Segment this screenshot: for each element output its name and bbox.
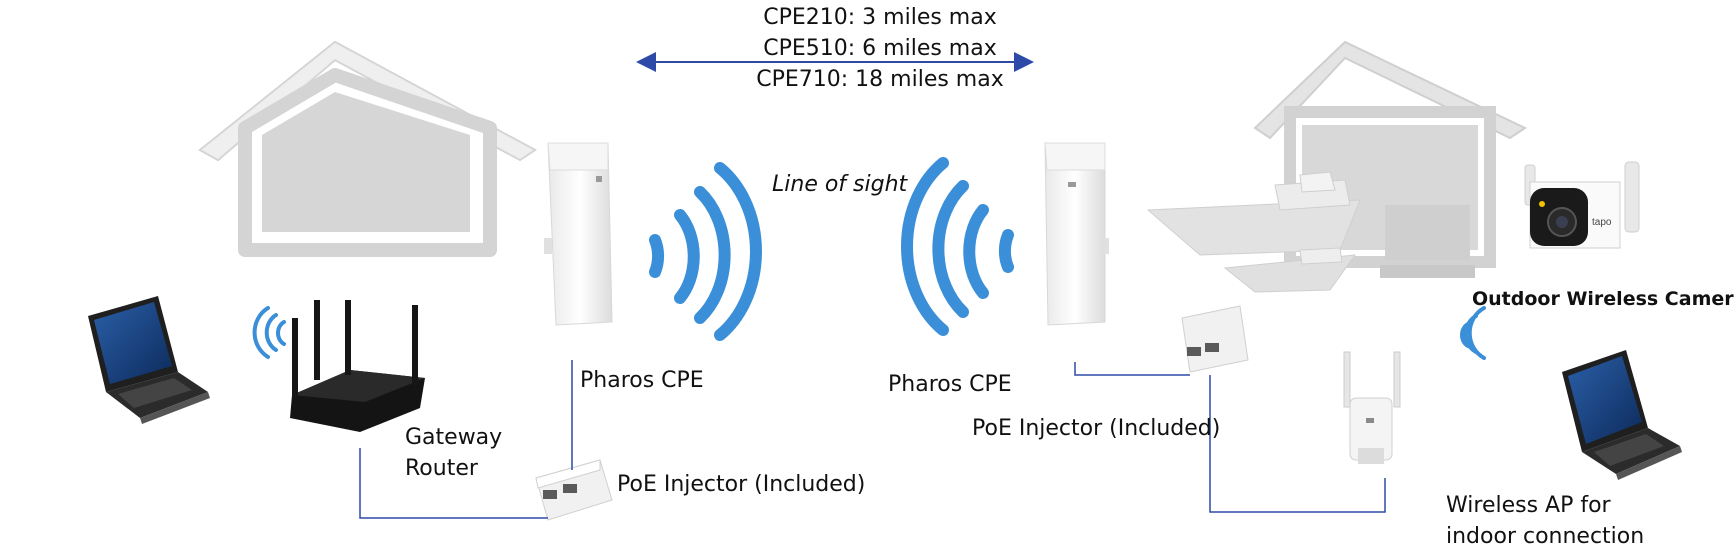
left-house: [198, 40, 537, 257]
right-cpe-device: [1044, 142, 1109, 326]
right-poe-label: PoE Injector (Included): [972, 416, 1221, 441]
left-cpe-label: Pharos CPE: [580, 368, 704, 393]
ap-label-line2: indoor connection: [1446, 524, 1645, 549]
right-cpe-label: Pharos CPE: [888, 372, 1012, 397]
range-line-cpe710: CPE710: 18 miles max: [756, 67, 1004, 92]
ap-label-line1: Wireless AP for: [1446, 493, 1611, 518]
left-cpe-device: [544, 142, 613, 326]
right-cpe-signal-waves: [901, 157, 1014, 336]
router-wifi-waves: [252, 306, 286, 359]
range-line-cpe210: CPE210: 3 miles max: [763, 5, 997, 30]
ap-wifi-waves: [1460, 306, 1486, 360]
outdoor-camera: tapo: [1524, 161, 1640, 249]
right-house: [1146, 40, 1528, 293]
router-label-line2: Router: [405, 456, 478, 481]
range-line-cpe510: CPE510: 6 miles max: [763, 36, 997, 61]
left-poe-label: PoE Injector (Included): [617, 472, 866, 497]
wireless-ap: [1343, 351, 1401, 464]
router-label-line1: Gateway: [405, 425, 503, 450]
router-label: Gateway Router: [405, 422, 502, 484]
ap-label: Wireless AP for indoor connection: [1446, 490, 1644, 552]
range-labels: CPE210: 3 miles max CPE510: 6 miles max …: [700, 2, 1060, 95]
left-laptop: [88, 296, 210, 424]
gateway-router: [290, 300, 425, 432]
line-of-sight-label: Line of sight: [772, 172, 908, 197]
left-cpe-signal-waves: [649, 162, 762, 341]
ethernet-cables: [359, 360, 1386, 519]
right-poe-injector: [1181, 305, 1249, 373]
camera-brand: tapo: [1592, 217, 1612, 228]
left-poe-injector: [535, 459, 613, 521]
camera-label: Outdoor Wireless Camera: [1472, 288, 1734, 310]
right-laptop: [1562, 350, 1682, 480]
